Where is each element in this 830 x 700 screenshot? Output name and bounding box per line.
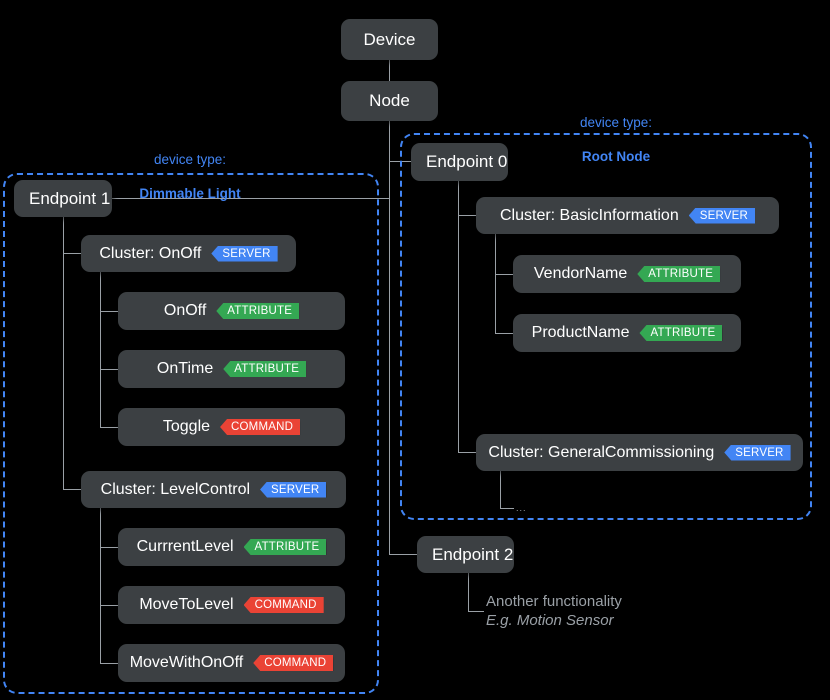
connector-basicinfo-trunk: [495, 234, 496, 334]
endpoint2-note-line2: E.g. Motion Sensor: [486, 612, 614, 629]
group-label-root-node-prefix: device type:: [579, 115, 653, 130]
node-attribute-currentlevel[interactable]: CurrrentLevel ATTRIBUTE: [118, 528, 345, 566]
badge-attribute: ATTRIBUTE: [223, 361, 307, 377]
node-cluster-generalcommissioning[interactable]: Cluster: GeneralCommissioning SERVER: [476, 434, 803, 471]
generalcommissioning-ellipsis: ...: [516, 503, 527, 513]
connector-endpoint0-basicinfo: [458, 215, 476, 216]
node-endpoint-2-label: Endpoint 2: [432, 544, 514, 564]
badge-attribute: ATTRIBUTE: [216, 303, 300, 319]
node-endpoint-0-label: Endpoint 0: [426, 152, 508, 171]
group-label-root-node: device type: Root Node: [491, 97, 741, 182]
connector-onoff-attr: [100, 311, 118, 312]
node-device[interactable]: Device: [341, 19, 438, 60]
node-attribute-ontime-label: OnTime: [156, 360, 214, 377]
connector-onoff-trunk: [100, 272, 101, 428]
node-command-toggle-label: Toggle: [162, 418, 211, 435]
badge-attribute: ATTRIBUTE: [637, 266, 721, 282]
node-cluster-basicinformation-label: Cluster: BasicInformation: [499, 206, 679, 224]
node-cluster-basicinformation[interactable]: Cluster: BasicInformation SERVER: [476, 197, 779, 234]
node-command-movewithonoff-label: MoveWithOnOff: [129, 654, 244, 671]
connector-levelcontrol-trunk: [100, 508, 101, 664]
connector-endpoint1-trunk: [63, 217, 64, 490]
node-cluster-levelcontrol-label: Cluster: LevelControl: [100, 480, 251, 498]
node-command-movewithonoff[interactable]: MoveWithOnOff COMMAND: [118, 644, 345, 682]
node-attribute-vendorname[interactable]: VendorName ATTRIBUTE: [513, 255, 741, 293]
group-label-root-node-name: Root Node: [581, 149, 651, 164]
node-command-movetolevel-label: MoveToLevel: [139, 596, 234, 613]
connector-generalcommissioning-ellipsis: [500, 508, 514, 509]
node-endpoint-0[interactable]: Endpoint 0: [411, 143, 508, 181]
badge-server: SERVER: [724, 444, 791, 461]
node-cluster-onoff[interactable]: Cluster: OnOff SERVER: [81, 235, 296, 272]
badge-server: SERVER: [688, 207, 756, 224]
node-cluster-onoff-label: Cluster: OnOff: [99, 244, 202, 262]
group-dimmable-light: [3, 173, 379, 694]
connector-device-node: [389, 60, 390, 81]
connector-productname-attr: [495, 333, 513, 334]
connector-toggle-cmd: [100, 427, 118, 428]
connector-vendorname-attr: [495, 274, 513, 275]
connector-currentlevel-attr: [100, 547, 118, 548]
node-endpoint-2[interactable]: Endpoint 2: [417, 536, 514, 573]
node-attribute-onoff-label: OnOff: [163, 302, 207, 319]
node-endpoint-1[interactable]: Endpoint 1: [14, 180, 112, 217]
connector-ontime-attr: [100, 369, 118, 370]
node-node[interactable]: Node: [341, 81, 438, 121]
badge-command: COMMAND: [253, 655, 334, 671]
group-label-dimmable-light-name: Dimmable Light: [139, 186, 241, 201]
node-attribute-productname[interactable]: ProductName ATTRIBUTE: [513, 314, 741, 352]
badge-server: SERVER: [260, 481, 327, 498]
node-attribute-onoff[interactable]: OnOff ATTRIBUTE: [118, 292, 345, 330]
connector-endpoint1-onoff: [63, 253, 81, 254]
node-cluster-generalcommissioning-label: Cluster: GeneralCommissioning: [488, 443, 715, 461]
node-endpoint-1-label: Endpoint 1: [29, 188, 111, 208]
connector-movetolevel-cmd: [100, 605, 118, 606]
connector-generalcommissioning-trunk: [500, 471, 501, 508]
endpoint2-note-line1: Another functionality: [486, 593, 622, 610]
node-cluster-levelcontrol[interactable]: Cluster: LevelControl SERVER: [81, 471, 346, 508]
connector-trunk-endpoint2: [389, 554, 417, 555]
group-label-dimmable-light-prefix: device type:: [153, 152, 227, 167]
connector-endpoint2-trunk: [468, 573, 469, 611]
node-attribute-vendorname-label: VendorName: [533, 265, 628, 282]
connector-endpoint1-levelcontrol: [63, 489, 81, 490]
badge-attribute: ATTRIBUTE: [243, 539, 327, 555]
node-attribute-productname-label: ProductName: [531, 324, 630, 341]
node-node-label: Node: [369, 91, 410, 110]
connector-trunk-endpoint1: [112, 198, 390, 199]
badge-command: COMMAND: [243, 597, 324, 613]
badge-command: COMMAND: [220, 419, 301, 435]
group-root-node: [400, 133, 812, 520]
node-attribute-currentlevel-label: CurrrentLevel: [136, 538, 234, 555]
connector-endpoint0-trunk: [458, 181, 459, 453]
connector-endpoint2-note: [468, 611, 484, 612]
node-command-toggle[interactable]: Toggle COMMAND: [118, 408, 345, 446]
node-device-label: Device: [363, 29, 416, 49]
connector-movewithonoff-cmd: [100, 663, 118, 664]
badge-server: SERVER: [211, 245, 278, 262]
connector-endpoint0-generalcommissioning: [458, 452, 476, 453]
node-attribute-ontime[interactable]: OnTime ATTRIBUTE: [118, 350, 345, 388]
node-command-movetolevel[interactable]: MoveToLevel COMMAND: [118, 586, 345, 624]
badge-attribute: ATTRIBUTE: [639, 325, 723, 341]
connector-node-trunk: [389, 121, 390, 555]
group-label-dimmable-light: device type: Dimmable Light: [65, 134, 315, 219]
